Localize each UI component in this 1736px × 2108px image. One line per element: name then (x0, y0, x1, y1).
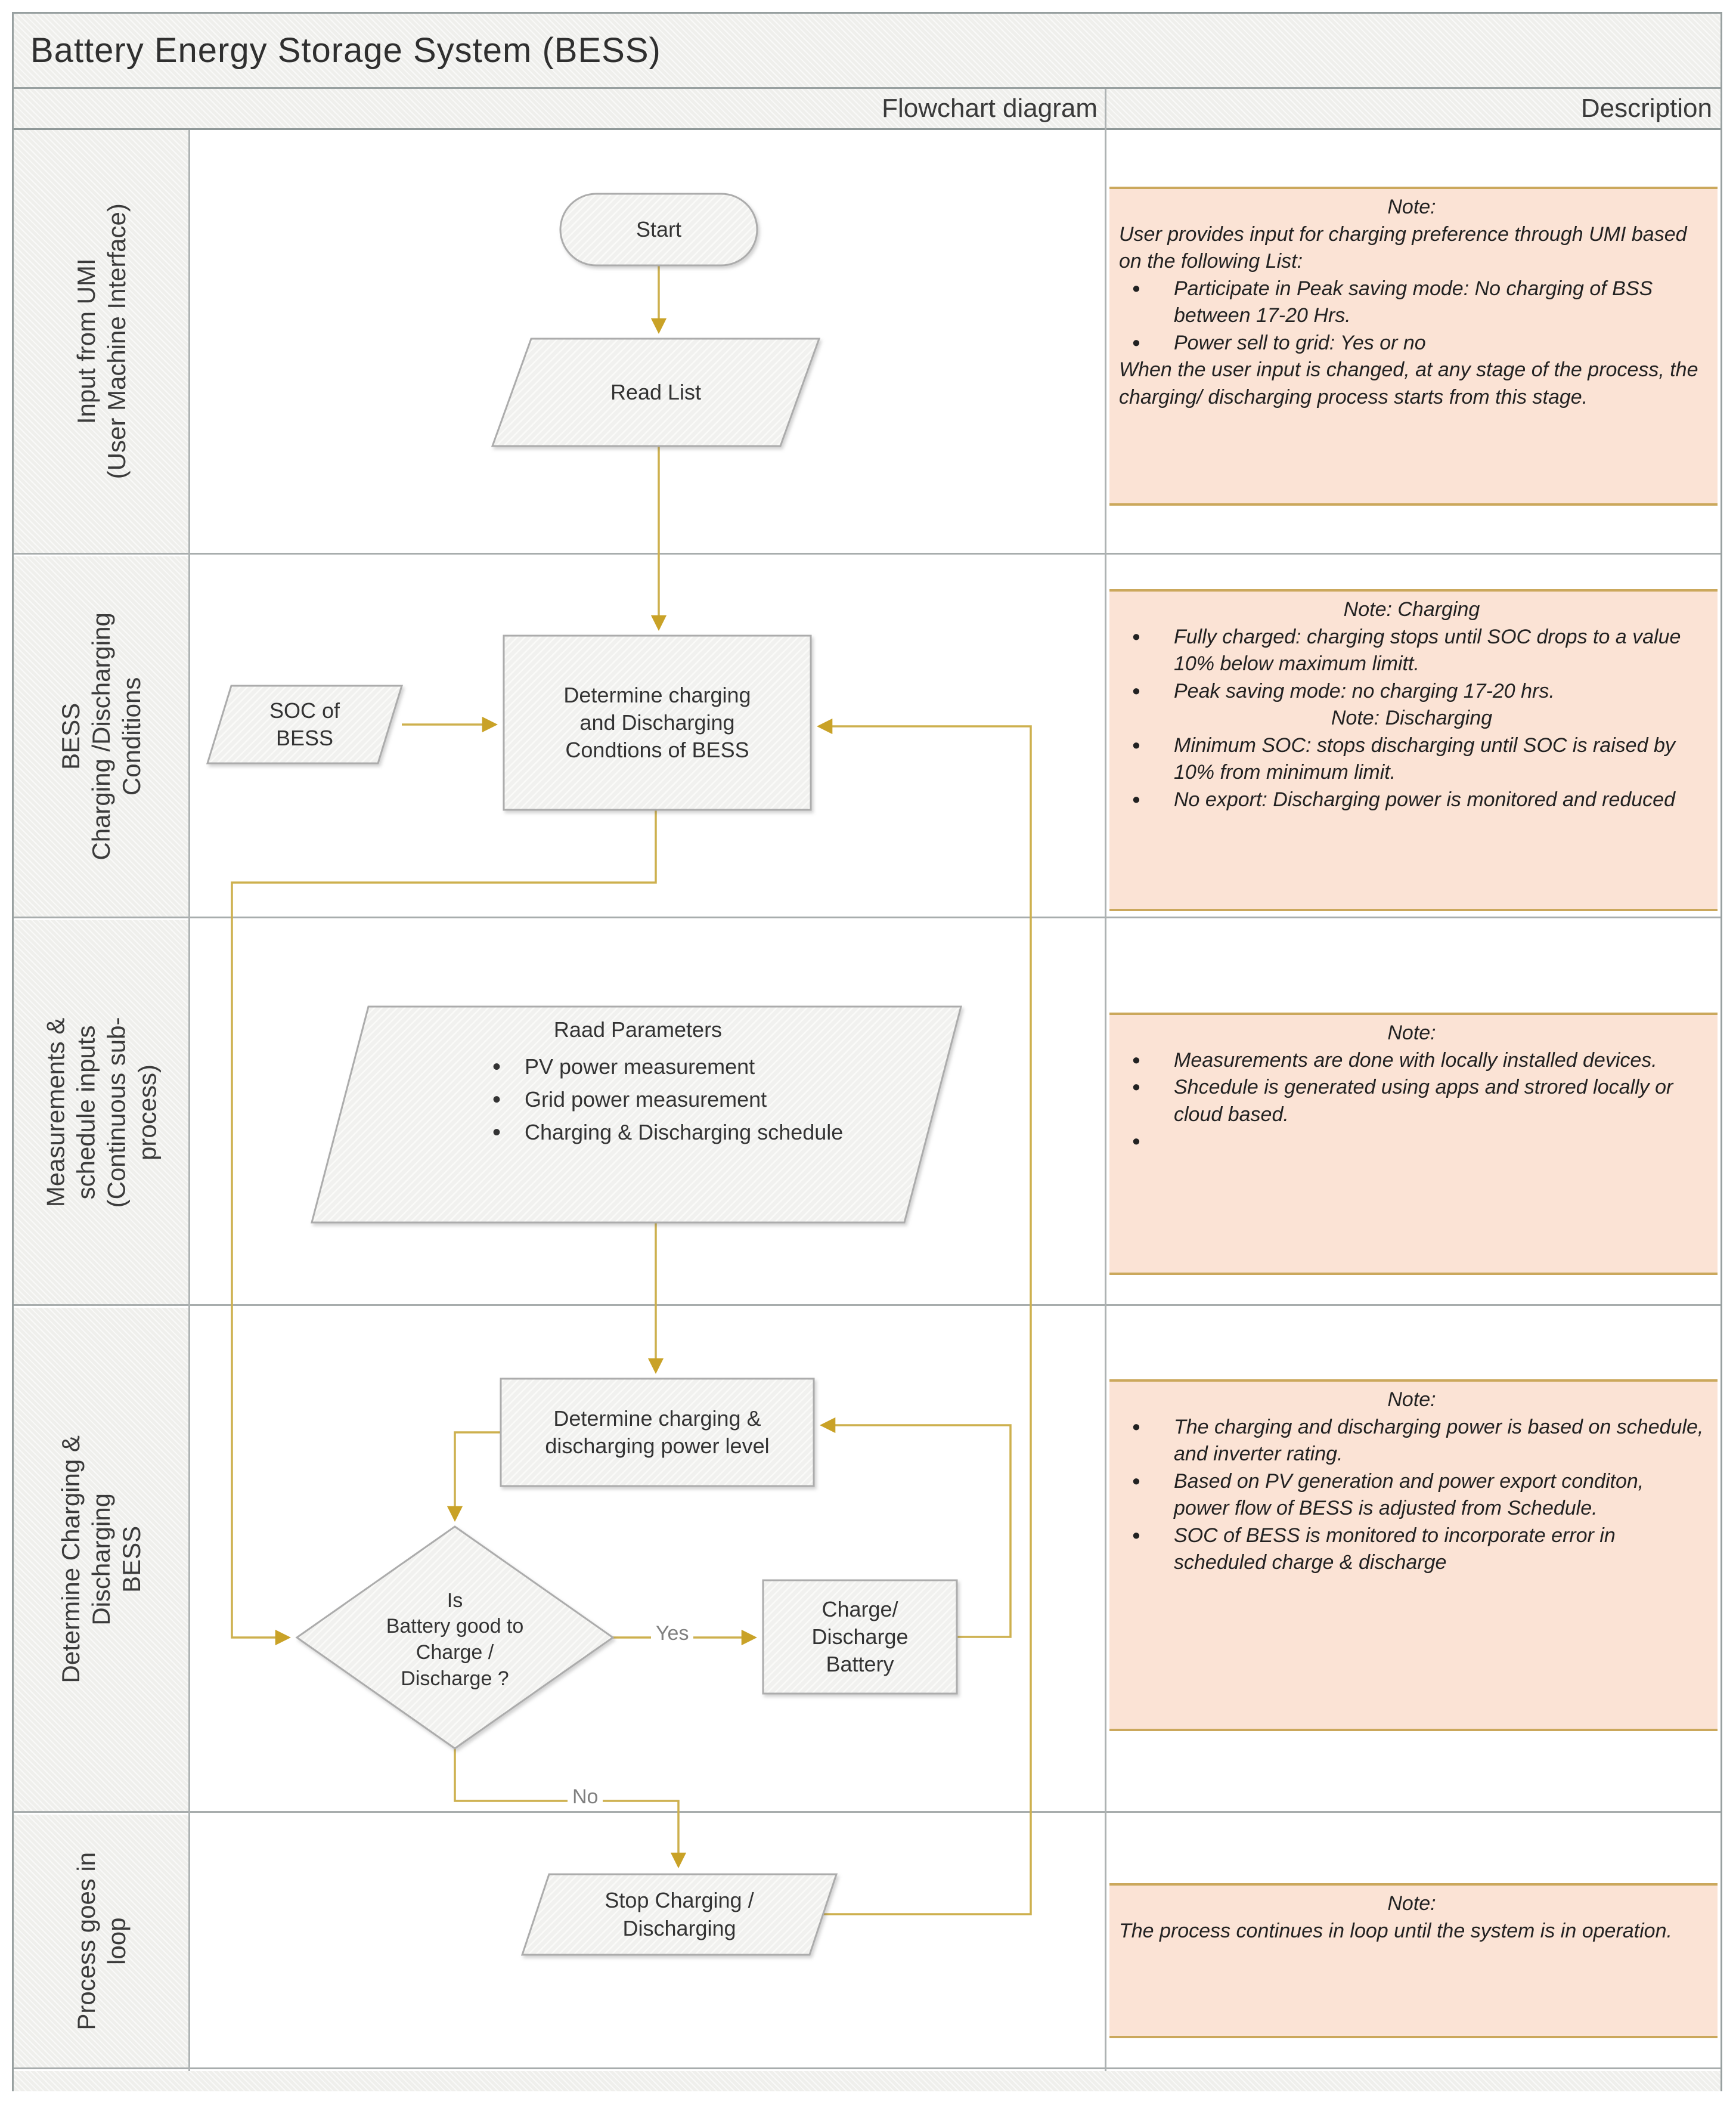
start-terminator-shape (559, 193, 758, 267)
note-bullet-list: Participate in Peak saving mode: No char… (1119, 274, 1704, 359)
note-bullet: Participate in Peak saving mode: No char… (1119, 274, 1704, 330)
note-bullet: Fully charged: charging stops until SOC … (1119, 623, 1704, 678)
note-bullet: Shcedule is generated using apps and str… (1119, 1073, 1704, 1128)
bottom-strip (14, 2071, 1720, 2091)
description-column-header: Description (1580, 94, 1712, 123)
note-input-umi: Note: User provides input for charging p… (1109, 187, 1718, 506)
read-parameters-content: Raad Parameters PV power measurement Gri… (382, 1017, 894, 1214)
edge-stop-to-conditions-loop (817, 718, 1032, 1915)
note-bullet: Based on PV generation and power export … (1119, 1467, 1704, 1522)
edge-power-to-decision (447, 1431, 501, 1522)
note-bullet: Measurements are done with locally insta… (1119, 1046, 1704, 1076)
read-parameters-item: PV power measurement (489, 1051, 894, 1082)
charge-battery-label: Charge/ Discharge Battery (811, 1596, 909, 1677)
diagram-title: Battery Energy Storage System (BESS) (30, 31, 661, 70)
soc-label: SOC of BESS (269, 698, 340, 750)
yes-edge-label: Yes (651, 1622, 694, 1645)
read-list-label: Read List (610, 379, 702, 404)
note-title: Note: (1387, 1022, 1436, 1044)
lane-label-cell: Process goes in loop (14, 1815, 188, 2067)
label-column-divider (188, 130, 190, 2071)
read-parameters-title: Raad Parameters (553, 1017, 723, 1042)
column-header-row: Flowchart diagram Description (14, 89, 1720, 131)
decision-label: Is Battery good to Charge / Discharge ? (386, 1589, 524, 1690)
note-bullet: Minimum SOC: stops discharging until SOC… (1119, 731, 1704, 787)
note-bullet-list: Fully charged: charging stops until SOC … (1119, 623, 1704, 707)
note-bullet: The charging and discharging power is ba… (1119, 1413, 1704, 1468)
determine-conditions-label: Determine charging and Discharging Condt… (563, 682, 751, 763)
note-process-loop: Note: The process continues in loop unti… (1109, 1883, 1718, 2038)
note-measurements: Note: Measurements are done with locally… (1109, 1013, 1718, 1275)
read-parameters-item: Grid power measurement (489, 1084, 894, 1115)
determine-conditions-process-shape (503, 634, 812, 811)
note-title: Note: (1387, 1388, 1436, 1411)
lane-label-cell: BESS Charging /Discharging Conditions (14, 556, 188, 917)
note-bullet: SOC of BESS is monitored to incorporate … (1119, 1521, 1704, 1577)
flowchart-column-header: Flowchart diagram (882, 94, 1098, 123)
note-charging-discharging: Note: Charging Fully charged: charging s… (1109, 589, 1718, 911)
determine-power-label: Determine charging & discharging power l… (545, 1406, 770, 1458)
description-column-divider (1105, 89, 1106, 2071)
read-parameters-item: Charging & Discharging schedule (489, 1117, 894, 1148)
diagram-title-bar: Battery Energy Storage System (BESS) (14, 14, 1720, 89)
soc-io-shape (206, 685, 404, 764)
note-power-level: Note: The charging and discharging power… (1109, 1379, 1718, 1731)
lane-label-cell: Measurements & schedule inputs (Continuo… (14, 920, 188, 1304)
battery-decision-shape (295, 1525, 615, 1750)
note-bullet-list: The charging and discharging power is ba… (1119, 1413, 1704, 1577)
note-bullet: Power sell to grid: Yes or no (1119, 329, 1704, 358)
edge-decision-no (454, 1748, 687, 1868)
note-paragraph: User provides input for charging prefere… (1119, 222, 1687, 273)
note-title: Note: Charging (1343, 598, 1480, 621)
note-bullet-list: Measurements are done with locally insta… (1119, 1046, 1704, 1158)
note-bullet: No export: Discharging power is monitore… (1119, 785, 1704, 815)
swimlane-table: Battery Energy Storage System (BESS) Flo… (12, 12, 1722, 2091)
no-edge-label: No (568, 1785, 603, 1809)
note-title: Note: (1387, 1892, 1436, 1915)
note-paragraph: The process continues in loop until the … (1119, 1919, 1672, 1942)
note-title: Note: (1387, 196, 1436, 218)
read-parameters-list: PV power measurement Grid power measurem… (382, 1051, 894, 1148)
lane-label-cell: Input from UMI (User Machine Interface) (14, 130, 188, 553)
lane-label-cell: Determine Charging & Discharging BESS (14, 1308, 188, 1811)
read-list-io-shape (491, 338, 821, 447)
note-paragraph: When the user input is changed, at any s… (1119, 358, 1698, 408)
determine-power-process-shape (500, 1378, 815, 1487)
note-bullet: Peak saving mode: no charging 17-20 hrs. (1119, 677, 1704, 707)
charge-discharge-process-shape (762, 1579, 958, 1695)
stop-label: Stop Charging / Discharging (604, 1888, 754, 1940)
stop-io-shape (520, 1873, 838, 1956)
edge-conditions-to-decision (231, 810, 657, 1646)
edge-charge-to-power-loop (820, 1417, 1012, 1638)
note-bullet-list: Minimum SOC: stops discharging until SOC… (1119, 731, 1704, 816)
start-label: Start (636, 216, 682, 242)
note-subtitle: Note: Discharging (1331, 707, 1493, 730)
